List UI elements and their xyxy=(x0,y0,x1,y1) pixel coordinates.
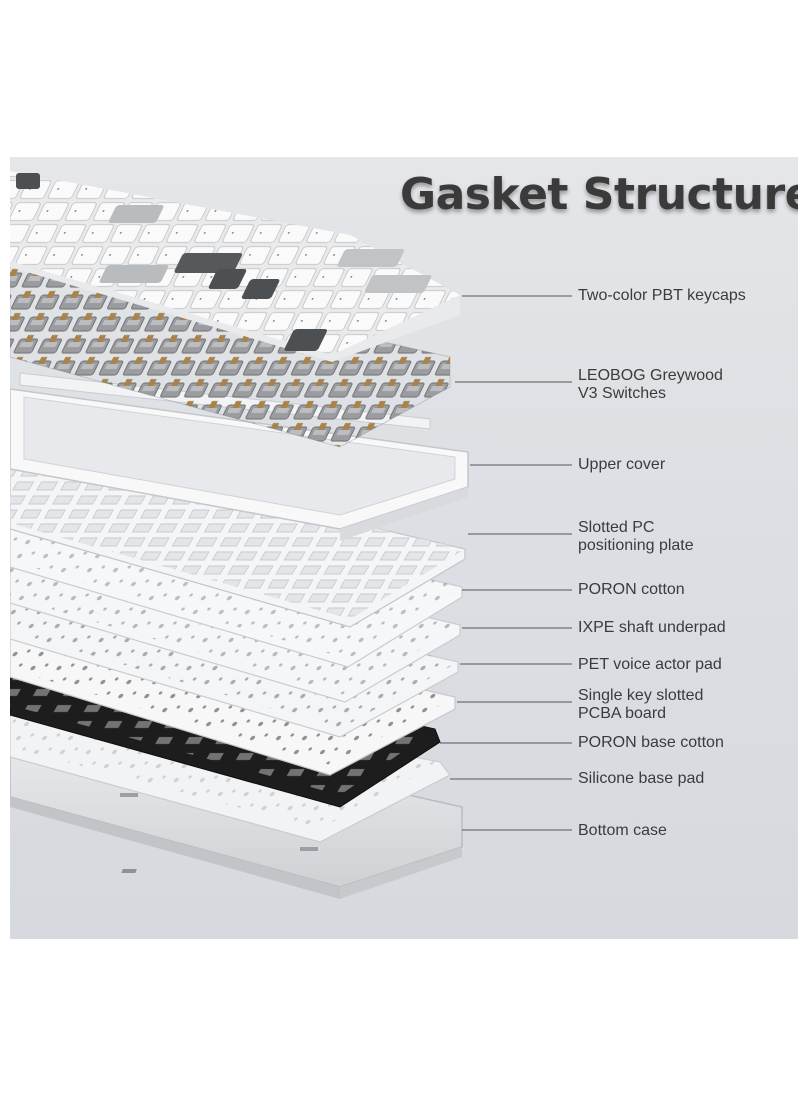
label-pcba-board: Single key slotted PCBA board xyxy=(578,687,704,722)
label-ixpe-underpad: IXPE shaft underpad xyxy=(578,619,726,636)
label-pet-pad: PET voice actor pad xyxy=(578,656,722,673)
label-keycaps: Two-color PBT keycaps xyxy=(578,287,746,304)
leader-lines xyxy=(440,295,572,831)
label-silicone-base-pad: Silicone base pad xyxy=(578,770,705,787)
keyboard-exploded-view: • xyxy=(10,171,572,899)
label-bottom-case: Bottom case xyxy=(578,822,667,839)
upper-cover xyxy=(10,388,469,541)
label-pc-plate: Slotted PC positioning plate xyxy=(578,519,694,554)
label-poron-base-cotton: PORON base cotton xyxy=(578,734,724,751)
label-upper-cover: Upper cover xyxy=(578,456,666,473)
label-poron-cotton: PORON cotton xyxy=(578,581,685,598)
keycaps-layer xyxy=(10,171,460,362)
label-switches: LEOBOG Greywood V3 Switches xyxy=(578,367,723,402)
diagram-panel: • xyxy=(10,157,798,939)
diagram-title: Gasket Structure xyxy=(400,169,798,220)
